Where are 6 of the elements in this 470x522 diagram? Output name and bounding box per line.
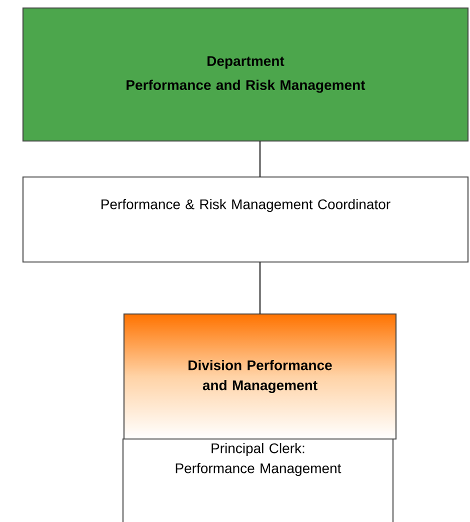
division-box: Division Performance and Management (123, 313, 397, 440)
position-box: Performance & Risk Management Coordinator (22, 176, 469, 263)
department-box: Department Performance and Risk Management (22, 7, 469, 142)
connector-line (259, 262, 261, 314)
position-box: Principal Clerk: Performance Management (122, 438, 394, 522)
connector-line (259, 141, 261, 177)
